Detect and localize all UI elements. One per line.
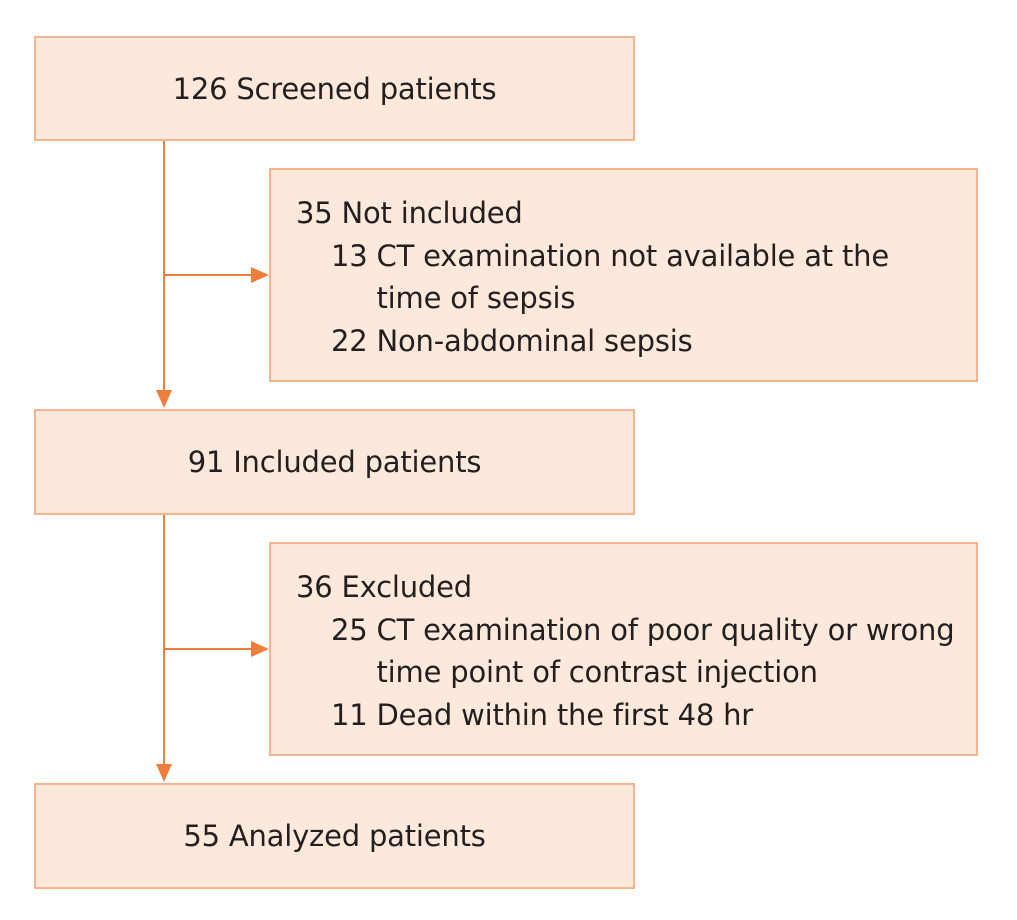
analyzed-patients-label: 55 Analyzed patients (183, 819, 486, 853)
excluded-item: 25 CT examination of poor quality or wro… (331, 609, 956, 693)
not-included-item: 13 CT examination not available at the t… (331, 235, 956, 319)
item-count: 11 (331, 698, 368, 732)
item-count: 22 (331, 324, 368, 358)
item-text: CT examination of poor quality or wrong … (376, 613, 955, 689)
not-included-box: 35 Not included 13 CT examination not av… (269, 168, 978, 382)
item-text: CT examination not available at the time… (376, 239, 890, 315)
item-count: 13 (331, 239, 368, 273)
arrowhead-down-icon (156, 764, 172, 782)
item-text: Dead within the first 48 hr (376, 698, 754, 732)
item-count: 25 (331, 613, 368, 647)
arrowhead-down-icon (156, 390, 172, 408)
arrowhead-right-icon (251, 641, 269, 657)
not-included-title: 35 Not included (296, 196, 523, 230)
excluded-title: 36 Excluded (296, 570, 472, 604)
analyzed-patients-box: 55 Analyzed patients (34, 783, 635, 889)
excluded-item: 11 Dead within the first 48 hr (331, 694, 956, 736)
not-included-item: 22 Non-abdominal sepsis (331, 320, 956, 362)
screened-patients-box: 126 Screened patients (34, 36, 635, 141)
arrowhead-right-icon (251, 267, 269, 283)
item-text: Non-abdominal sepsis (376, 324, 693, 358)
screened-patients-label: 126 Screened patients (172, 71, 497, 106)
included-patients-label: 91 Included patients (187, 445, 482, 479)
excluded-box: 36 Excluded 25 CT examination of poor qu… (269, 542, 978, 756)
included-patients-box: 91 Included patients (34, 409, 635, 515)
